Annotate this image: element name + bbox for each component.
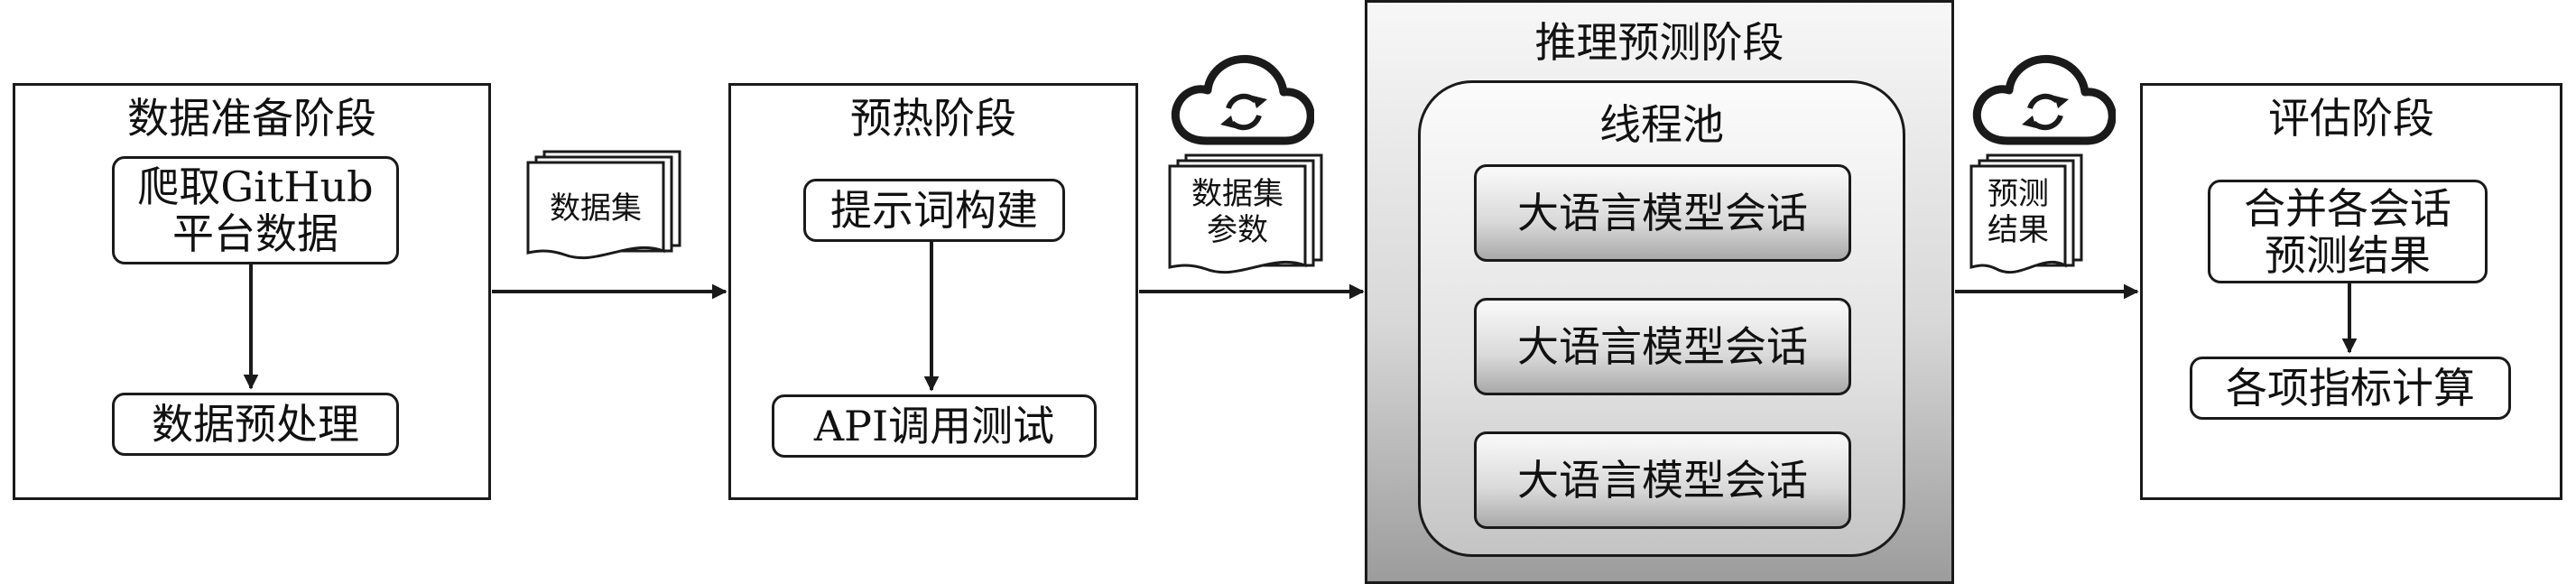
node-metrics: 各项指标计算 — [2190, 357, 2511, 420]
stage-data-prep: 数据准备阶段 爬取GitHub 平台数据 数据预处理 — [13, 83, 491, 500]
cloud-sync-icon — [1175, 59, 1311, 141]
stage-inference: 推理预测阶段 线程池 大语言模型会话 大语言模型会话 大语言模型会话 — [1365, 0, 1954, 584]
node-preprocess: 数据预处理 — [112, 393, 399, 456]
session-1: 大语言模型会话 — [1474, 164, 1851, 262]
node-preprocess-label: 数据预处理 — [152, 400, 359, 449]
thread-pool: 线程池 大语言模型会话 大语言模型会话 大语言模型会话 — [1418, 80, 1905, 557]
stage-data-prep-title: 数据准备阶段 — [127, 94, 376, 143]
document-stack-icon: 数据集 — [526, 150, 681, 260]
thread-pool-title: 线程池 — [1599, 100, 1724, 149]
node-merge-results-label: 合并各会话 预测结果 — [2244, 183, 2451, 280]
node-crawl-github: 爬取GitHub 平台数据 — [112, 156, 399, 264]
doc-prediction-line1: 预测 — [1988, 176, 2049, 212]
session-2: 大语言模型会话 — [1474, 298, 1851, 395]
doc-dataset-params-line1: 数据集 — [1191, 176, 1283, 212]
doc-prediction-line2: 结果 — [1988, 212, 2049, 248]
doc-dataset-params-line2: 参数 — [1207, 212, 1268, 248]
session-1-label: 大语言模型会话 — [1517, 189, 1808, 237]
doc-dataset-label: 数据集 — [550, 190, 642, 227]
node-prompt-build: 提示词构建 — [803, 179, 1065, 242]
session-3: 大语言模型会话 — [1474, 431, 1851, 529]
node-crawl-github-label: 爬取GitHub 平台数据 — [137, 162, 374, 258]
node-prompt-build-label: 提示词构建 — [830, 186, 1038, 235]
stage-eval-title: 评估阶段 — [2268, 94, 2434, 143]
node-metrics-label: 各项指标计算 — [2226, 364, 2475, 413]
session-3-label: 大语言模型会话 — [1517, 456, 1808, 505]
document-stack-icon: 数据集 参数 — [1168, 153, 1323, 274]
stage-inference-title: 推理预测阶段 — [1534, 18, 1784, 67]
session-2-label: 大语言模型会话 — [1517, 322, 1808, 371]
node-api-test: API调用测试 — [772, 394, 1097, 458]
node-api-test-label: API调用测试 — [813, 402, 1055, 450]
cloud-sync-icon — [1977, 59, 2112, 141]
stage-warmup-title: 预热阶段 — [850, 94, 1016, 143]
document-stack-icon: 预测 结果 — [1969, 153, 2083, 274]
